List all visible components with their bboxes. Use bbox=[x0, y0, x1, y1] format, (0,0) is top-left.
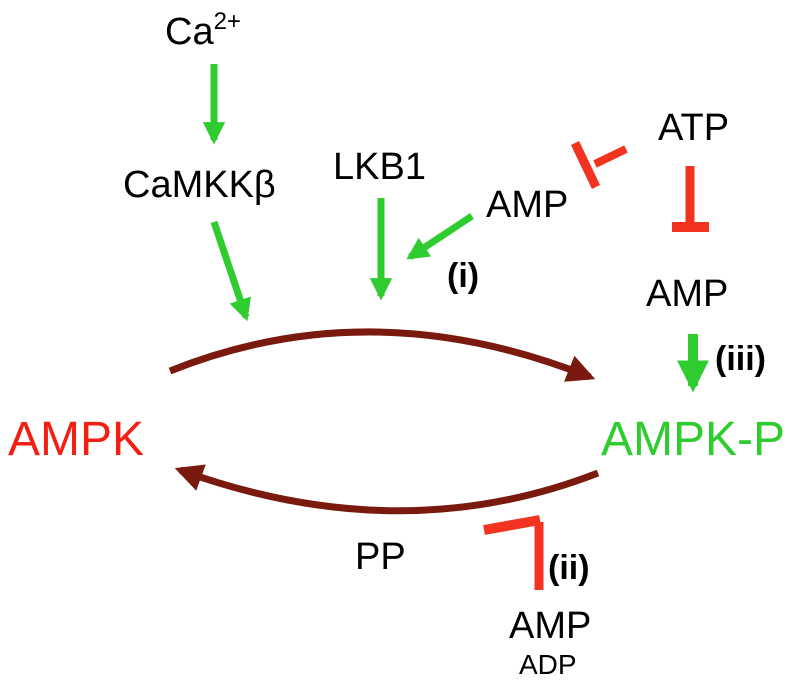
camkk-to-cycle-arrow bbox=[210, 220, 251, 322]
ca-superscript: 2+ bbox=[214, 8, 241, 35]
amp-label-ii: AMP bbox=[509, 605, 591, 647]
lkb1-label: LKB1 bbox=[333, 146, 426, 188]
step-ii-label: (ii) bbox=[548, 549, 590, 587]
ca-base: Ca bbox=[165, 11, 214, 53]
atp-inhibits-amp-iii bbox=[672, 166, 709, 232]
amp-to-lkb1-arrow bbox=[406, 213, 474, 260]
ampk-label: AMPK bbox=[8, 413, 144, 466]
step-i-label: (i) bbox=[447, 257, 479, 295]
ampk-to-ampk-p-arrow bbox=[168, 328, 596, 382]
adp-label: ADP bbox=[519, 649, 577, 680]
pp-label: PP bbox=[355, 536, 406, 578]
amp-inhibits-pp bbox=[483, 515, 544, 590]
amp-label-iii: AMP bbox=[646, 273, 728, 315]
ca-label: Ca2+ bbox=[165, 8, 241, 53]
step-iii-label: (iii) bbox=[715, 340, 766, 378]
amp-label-i: AMP bbox=[486, 184, 568, 226]
atp-inhibits-amp-i bbox=[570, 141, 628, 189]
atp-label: ATP bbox=[658, 107, 729, 149]
ampk-p-label: AMPK-P bbox=[601, 413, 785, 466]
ampk-p-to-ampk-arrow bbox=[174, 464, 600, 515]
camkk-beta-label: CaMKKβ bbox=[123, 164, 276, 206]
